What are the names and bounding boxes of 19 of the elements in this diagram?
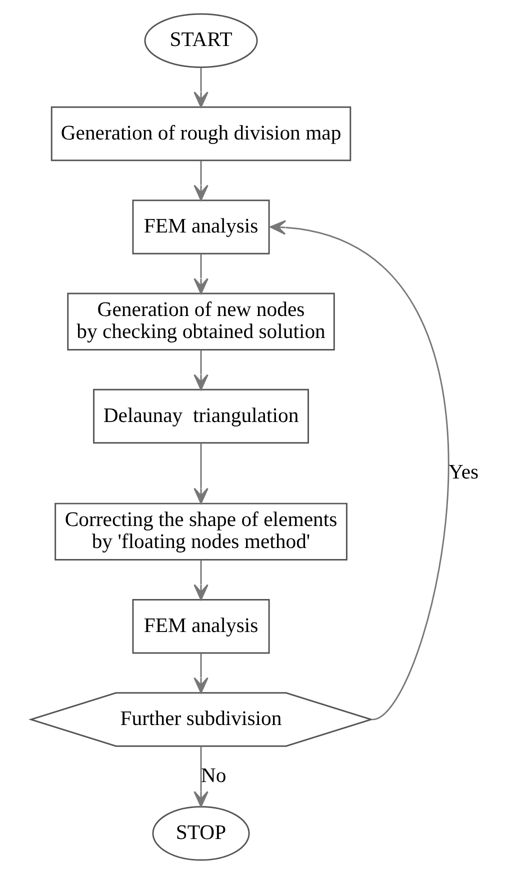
arrow <box>193 443 208 504</box>
arrow <box>269 220 448 720</box>
arrow <box>193 653 208 694</box>
arrow <box>193 254 208 294</box>
node-box: Correcting the shape of elements by 'floating nodes method' <box>54 502 347 560</box>
node-box: FEM analysis <box>132 598 270 654</box>
arrow <box>193 560 208 600</box>
node-ellipse: START <box>144 13 258 68</box>
arrow <box>193 350 208 390</box>
node-ellipse: STOP <box>152 806 250 861</box>
node-box: Delaunay triangulation <box>92 388 308 444</box>
node-box: Generation of rough division map <box>50 106 351 162</box>
edge-label: Yes <box>448 462 478 484</box>
arrow <box>193 68 208 108</box>
arrow <box>193 160 208 201</box>
edge-label: No <box>200 764 226 787</box>
node-box: Generation of new nodes by checking obtained solution <box>66 292 334 350</box>
node-box: FEM analysis <box>132 200 270 254</box>
arrow <box>193 746 208 808</box>
